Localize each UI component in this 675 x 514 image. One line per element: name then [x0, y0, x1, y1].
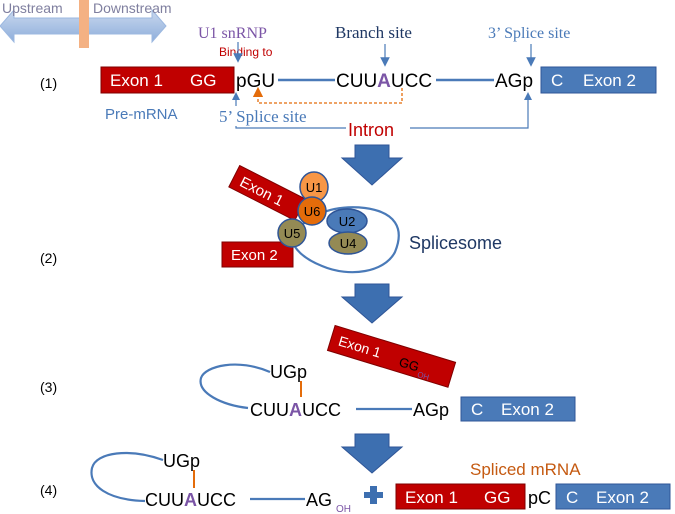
step3-gg-label: GG — [397, 354, 421, 374]
step4-ugp-label: UGp — [163, 451, 200, 471]
splice5-bg — [222, 106, 326, 126]
u6-circle — [297, 196, 327, 226]
binding-to-label: Binding to — [219, 45, 273, 59]
u1-snrnp-label: U1 snRNP — [198, 25, 267, 42]
step-4-number: (4) — [40, 482, 57, 498]
spliced-mrna-label: Spliced mRNA — [470, 460, 581, 479]
pgu-label: pGU — [236, 71, 275, 92]
step3-exon2-label: Exon 2 — [501, 400, 554, 419]
bracket-tip-left — [232, 92, 240, 100]
gg-label: GG — [190, 71, 216, 90]
step-3: (3) UGp CUUAUCC AGp C Exon 2 Exon 1 GG O… — [40, 324, 576, 422]
step2-exon2-label: Exon 2 — [231, 247, 278, 264]
splicesome-loop — [290, 206, 400, 274]
exon1-box — [100, 66, 235, 94]
step4-oh-label: OH — [336, 504, 351, 514]
step3-exon1-box — [326, 324, 457, 388]
branch-sequence: CUUAUCC — [336, 71, 432, 92]
c-label: C — [551, 71, 563, 90]
step-2: (2) Exon 1 Exon 2 U1 U6 U5 U2 U4 Splices… — [40, 164, 502, 274]
step-1-number: (1) — [40, 75, 57, 91]
splice3-label: 3’ Splice site — [488, 25, 570, 42]
plus-icon — [364, 486, 383, 504]
step4-exon1-box — [395, 483, 526, 510]
step-4: (4) UGp CUUAUCC AG OH Spliced mRNA Exon … — [40, 451, 671, 514]
step4-ag-label: AG — [306, 490, 332, 510]
step-arrow-1 — [340, 144, 404, 186]
u6-label: U6 — [304, 204, 321, 219]
downstream-label: Downstream — [93, 0, 172, 16]
branch-site-label: Branch site — [335, 23, 412, 42]
step4-pc-label: pC — [528, 488, 551, 508]
splice5-label: 5’ Splice site — [219, 107, 307, 126]
bracket-tip-right — [524, 92, 532, 100]
step3-agp-label: AGp — [413, 400, 449, 420]
step-arrow-2 — [340, 283, 404, 324]
u5-circle — [277, 218, 307, 248]
step-3-number: (3) — [40, 379, 57, 395]
exon1-label: Exon 1 — [110, 71, 163, 90]
step-2-number: (2) — [40, 250, 57, 266]
step-arrow-3 — [340, 433, 404, 474]
u4-label: U4 — [340, 236, 357, 251]
u2-label: U2 — [339, 214, 356, 229]
step4-exon1-label: Exon 1 — [405, 488, 458, 507]
step4-exon2-box — [555, 483, 671, 510]
u1-label: U1 — [306, 180, 323, 195]
step3-exon2-box — [460, 396, 576, 422]
agp-label: AGp — [495, 71, 533, 92]
intron-label: Intron — [348, 120, 394, 140]
step4-c-label: C — [566, 488, 578, 507]
exon2-box — [540, 66, 657, 94]
exon2-label: Exon 2 — [583, 71, 636, 90]
step2-exon1-group: Exon 1 — [228, 164, 307, 222]
step-1: (1) U1 snRNP Binding to Branch site 3’ S… — [40, 23, 657, 140]
branch-attack-arrow — [252, 86, 403, 104]
step3-lariat-loop — [199, 363, 271, 410]
step4-gg-label: GG — [484, 488, 510, 507]
step4-branch-sequence: CUUAUCC — [145, 490, 236, 510]
splicesome-label: Splicesome — [409, 233, 502, 253]
step4-lariat-loop — [90, 451, 164, 503]
intron-label-bg — [346, 119, 410, 139]
u5-label: U5 — [284, 226, 301, 241]
u4-ellipse — [328, 231, 368, 255]
step3-ugp-label: UGp — [270, 362, 307, 382]
step3-c-label: C — [471, 400, 483, 419]
step3-oh-label: OH — [416, 370, 430, 382]
step3-exon1-group: Exon 1 GG OH — [326, 324, 457, 388]
direction-divider — [79, 0, 89, 48]
step2-exon2-box — [221, 241, 294, 268]
upstream-label: Upstream — [2, 0, 63, 16]
pre-mrna-label: Pre-mRNA — [105, 106, 178, 123]
step4-exon2-label: Exon 2 — [596, 488, 649, 507]
direction-arrow: Upstream Downstream — [0, 0, 172, 48]
step3-branch-sequence: CUUAUCC — [250, 400, 341, 420]
